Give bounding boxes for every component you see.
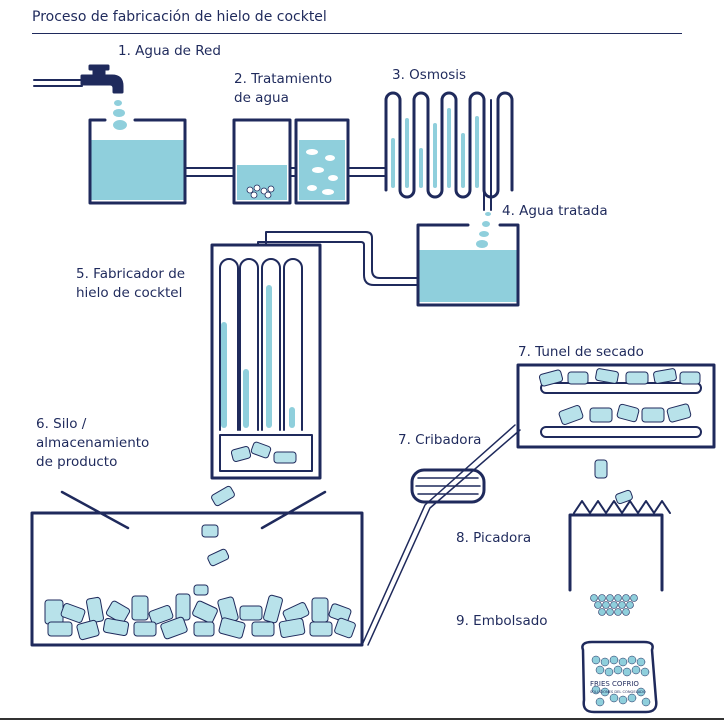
- tank-1-water: [90, 140, 185, 200]
- tap-water-drops: [113, 100, 127, 130]
- treatment-tank-b: [294, 118, 350, 205]
- faucet-icon: [33, 64, 124, 94]
- bottom-border: [0, 718, 724, 720]
- falling-ice: [193, 485, 235, 596]
- label-step-6c: de producto: [36, 454, 118, 470]
- label-step-6a: 6. Silo /: [36, 416, 87, 432]
- treated-water-drops: [476, 212, 491, 248]
- picadora: [568, 500, 671, 616]
- title-underline: [32, 33, 682, 34]
- label-step-8: 8. Picadora: [456, 530, 532, 546]
- bag-brand: FRIES COFRIO: [590, 680, 639, 688]
- diagram-title: Proceso de fabricación de hielo de cockt…: [32, 9, 327, 25]
- label-step-9: 9. Embolsado: [456, 613, 548, 629]
- label-step-2b: de agua: [234, 90, 289, 106]
- label-step-2a: 2. Tratamiento: [234, 71, 333, 87]
- tank-1: [88, 118, 187, 205]
- label-step-5b: hielo de cocktel: [76, 285, 183, 301]
- ice-maker: [210, 243, 322, 480]
- label-step-5a: 5. Fabricador de: [76, 266, 186, 282]
- drying-tunnel: [516, 363, 716, 449]
- ice-bag: [581, 640, 658, 714]
- treated-water-tank: [416, 223, 520, 307]
- treatment-tank-a: [232, 118, 292, 205]
- treated-tank-water: [418, 250, 518, 302]
- label-step-6b: almacenamiento: [36, 435, 150, 451]
- tunnel-output-ice: [594, 459, 633, 505]
- label-step-7-cribadora: 7. Cribadora: [398, 432, 482, 448]
- label-step-3: 3. Osmosis: [392, 67, 467, 83]
- osmosis-unit: [384, 91, 514, 211]
- label-step-1: 1. Agua de Red: [118, 43, 221, 59]
- label-step-7-tunnel: 7. Tunel de secado: [518, 344, 644, 360]
- label-step-4: 4. Agua tratada: [502, 203, 608, 219]
- silo: [30, 490, 364, 647]
- cribadora: [410, 468, 486, 504]
- bag-tagline: SOLUCIONES DEL CONGELADO: [590, 690, 646, 694]
